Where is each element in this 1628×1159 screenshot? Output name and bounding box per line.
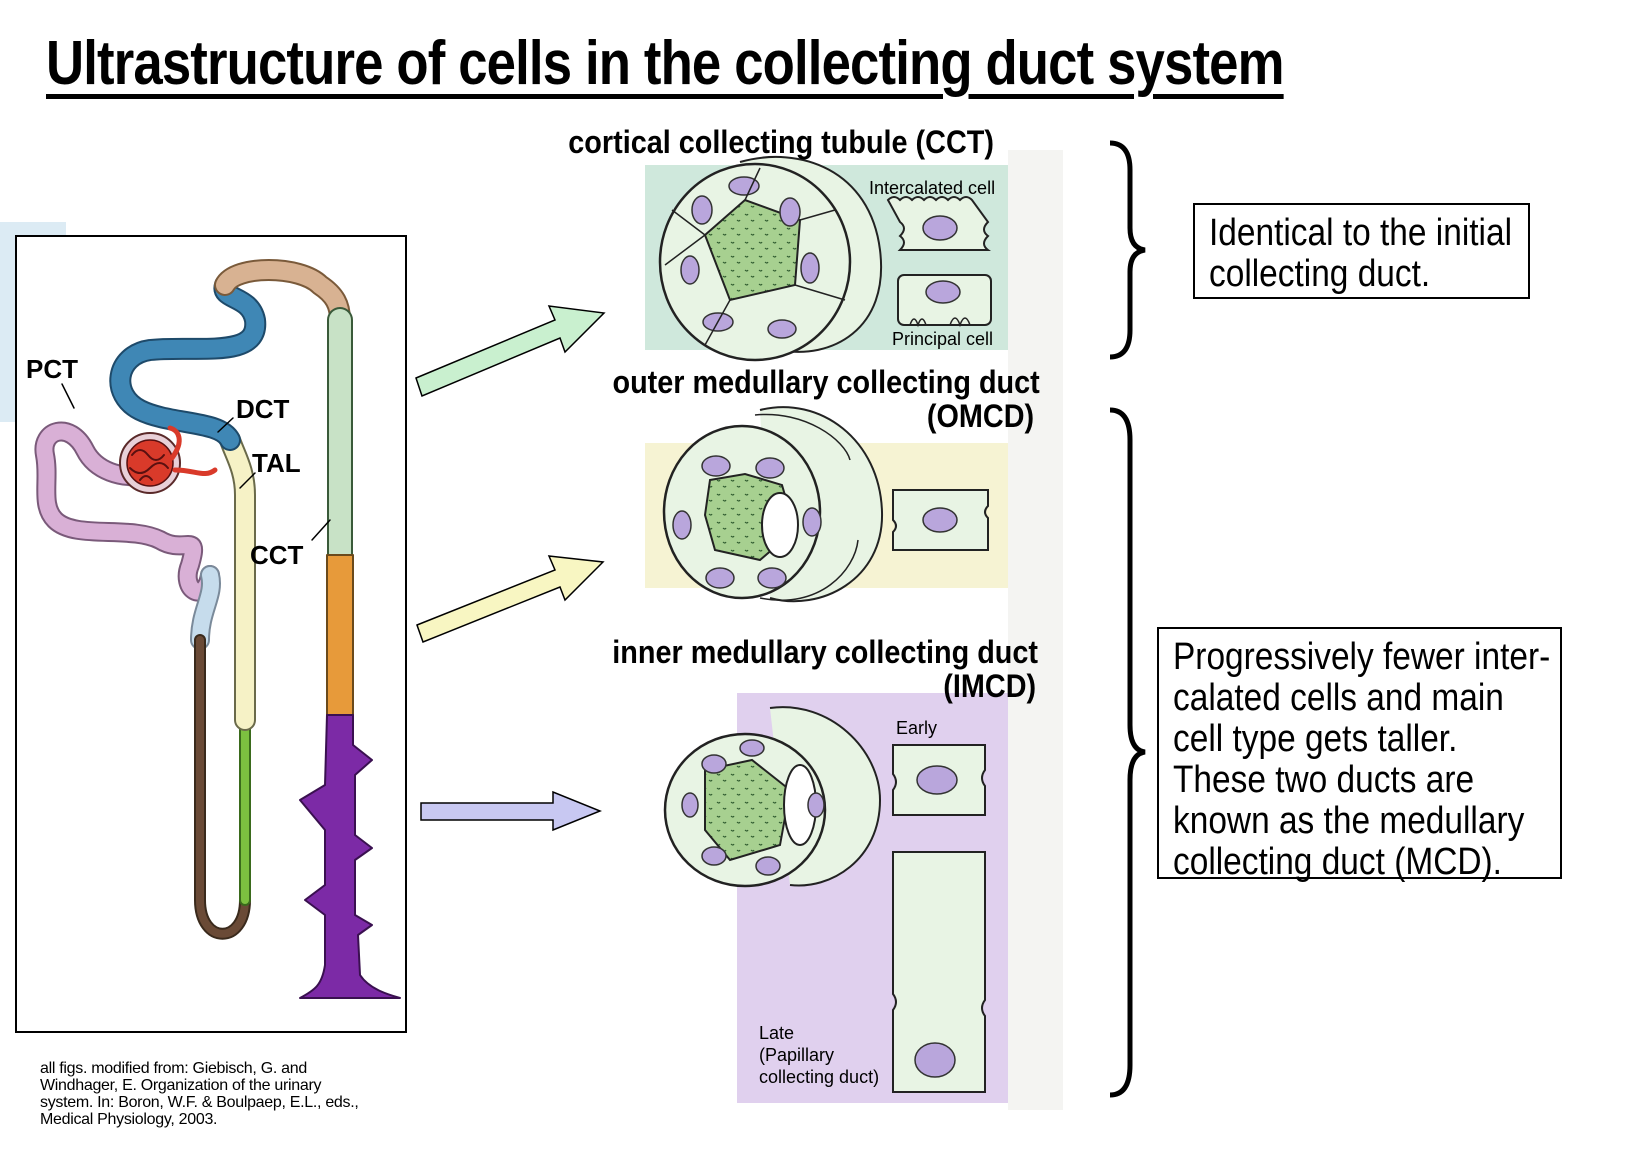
imcd-heading-line2: (IMCD) <box>943 668 1036 704</box>
lower-note-box: Progressively fewer inter- calated cells… <box>1157 627 1562 883</box>
upper-brace <box>1109 140 1146 360</box>
page-title: Ultrastructure of cells in the collectin… <box>46 29 1284 98</box>
late-cell-label-1: Late <box>759 1023 795 1043</box>
imcd-late-cell <box>892 851 986 1093</box>
citation: all figs. modified from: Giebisch, G. an… <box>40 1060 359 1128</box>
imcd-heading-line1: inner medullary collecting duct <box>612 634 1038 670</box>
imcd-tubule <box>663 706 882 888</box>
arrow-to-omcd <box>416 555 605 643</box>
citation-line: Medical Physiology, 2003. <box>40 1111 218 1128</box>
page-edge <box>1008 150 1063 1110</box>
citation-line: Windhager, E. Organization of the urinar… <box>40 1077 322 1094</box>
late-cell-label-3: collecting duct) <box>759 1067 880 1087</box>
principal-cell-label: Principal cell <box>892 329 994 349</box>
citation-line: system. In: Boron, W.F. & Boulpaep, E.L.… <box>40 1094 359 1111</box>
nephron-diagram <box>34 259 401 999</box>
arrow-to-imcd <box>420 790 603 832</box>
omcd-heading-line1: outer medullary collecting duct <box>612 364 1040 400</box>
lower-note-line: collecting duct (MCD). <box>1173 841 1502 883</box>
label-pct: PCT <box>26 354 78 384</box>
omcd-segment <box>326 554 354 716</box>
omcd-cell <box>892 489 989 551</box>
lower-brace <box>1109 407 1146 1098</box>
cct-heading: cortical collecting tubule (CCT) <box>568 124 994 160</box>
intercalated-cell <box>886 196 991 251</box>
upper-note-box: Identical to the initial collecting duct… <box>1193 203 1530 299</box>
cct-tubule <box>658 155 883 362</box>
early-cell-label: Early <box>896 718 938 738</box>
glomerulus <box>119 425 218 494</box>
lower-note-line: cell type gets taller. <box>1173 718 1458 760</box>
intercalated-cell-label: Intercalated cell <box>869 178 996 198</box>
lower-note-line: calated cells and main <box>1173 677 1504 719</box>
arrow-to-cct <box>415 305 606 398</box>
omcd-heading-line2: (OMCD) <box>926 398 1034 434</box>
omcd-tubule <box>662 406 884 603</box>
imcd-segment <box>299 714 401 999</box>
label-cct: CCT <box>250 540 304 570</box>
lower-note-line: Progressively fewer inter- <box>1173 636 1551 678</box>
citation-line: all figs. modified from: Giebisch, G. an… <box>40 1060 307 1077</box>
lower-note-line: These two ducts are <box>1173 759 1475 801</box>
lower-note-line: known as the medullary <box>1173 800 1525 842</box>
late-cell-label-2: (Papillary <box>759 1045 835 1065</box>
principal-cell <box>897 274 992 328</box>
label-dct: DCT <box>236 394 290 424</box>
upper-note-line: Identical to the initial <box>1209 212 1513 254</box>
imcd-early-cell <box>892 744 986 816</box>
upper-note-line: collecting duct. <box>1209 253 1431 295</box>
label-tal: TAL <box>252 448 301 478</box>
